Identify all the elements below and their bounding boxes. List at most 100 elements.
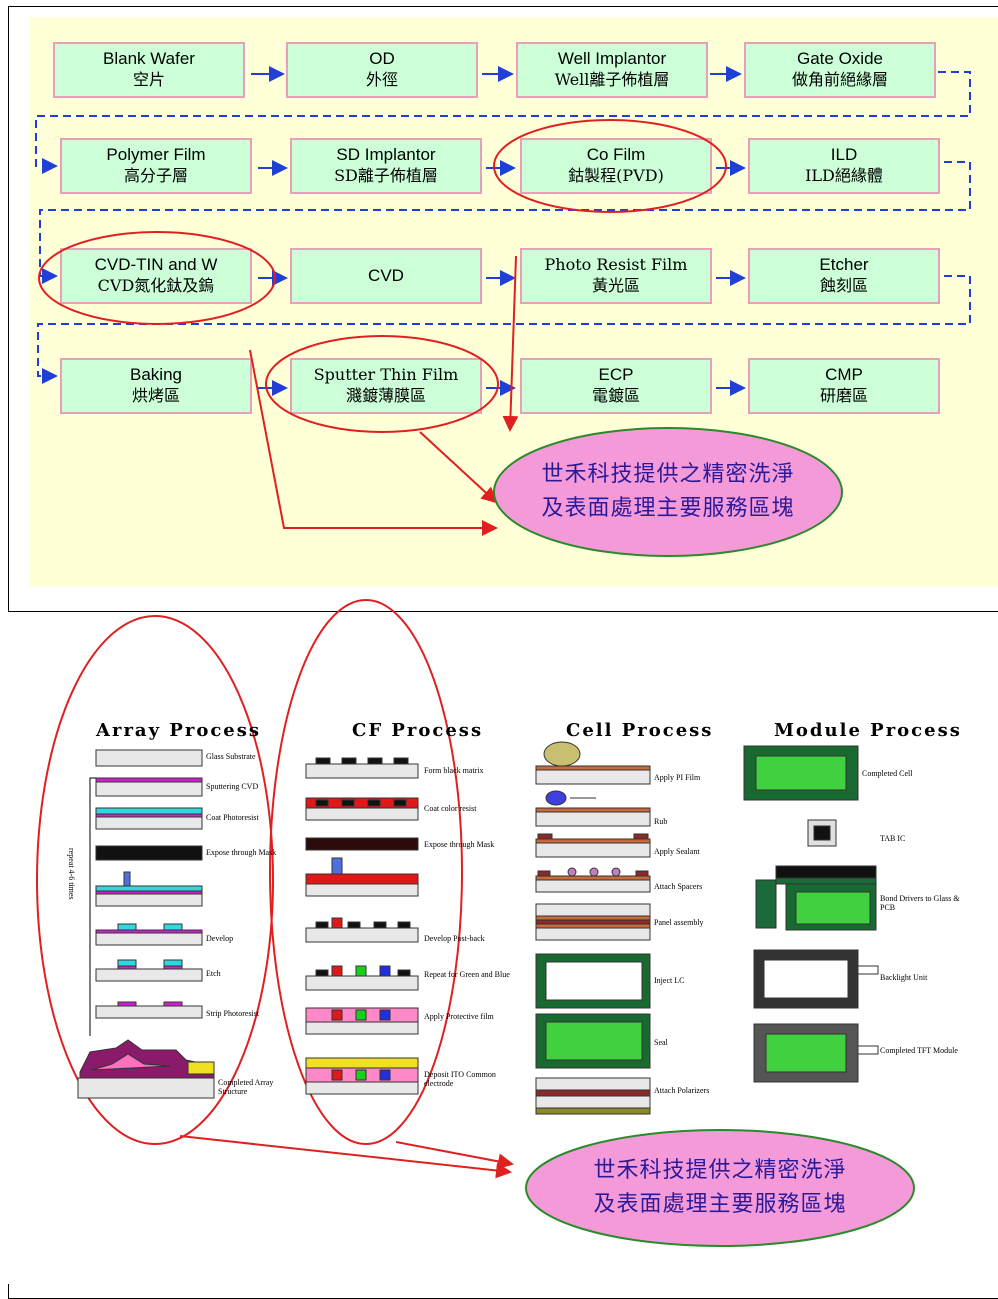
step-label-zh: 高分子層: [123, 166, 188, 185]
array-step-label: Strip Photoresist: [206, 1009, 260, 1018]
step-label-zh: 外徑: [365, 70, 398, 89]
module-step-label: Completed Cell: [862, 769, 913, 778]
mask-layer: [95, 845, 203, 861]
glass-layer: [95, 932, 203, 946]
step-label-en: Blank Wafer: [103, 49, 195, 68]
wrap-connector: [37, 275, 971, 384]
pointer-line: [249, 349, 498, 536]
module-step-label: TAB IC: [880, 834, 906, 843]
cf-step-label: Form black matrix: [424, 766, 484, 775]
step-label-zh: 研磨區: [819, 386, 868, 405]
step-label-zh: Well離子佈植層: [554, 70, 670, 89]
step-label-zh: SD離子佈植層: [334, 166, 438, 185]
array-step-label: Glass Substrate: [206, 752, 256, 761]
callout-cloud: [493, 427, 843, 557]
step-label-en: CVD: [368, 266, 404, 285]
cell-step-label: Seal: [654, 1038, 668, 1047]
cell-step-label: Attach Polarizers: [654, 1086, 710, 1095]
step-label-en: Photo Resist Film: [544, 255, 688, 274]
ito-layer: [187, 1061, 215, 1075]
step-label-zh: 電鍍區: [591, 386, 640, 405]
step-box: Polymer Film 高分子層: [60, 138, 252, 194]
step-box: CVD-TIN and W CVD氮化鈦及鎢: [60, 248, 252, 304]
step-label-en: CMP: [825, 365, 863, 384]
step-label-zh: 鈷製程(PVD): [568, 166, 664, 185]
step-label-zh: 濺鍍薄膜區: [345, 386, 426, 405]
step-label-en: Etcher: [819, 255, 869, 274]
step-label-zh: CVD氮化鈦及鎢: [97, 276, 215, 295]
cell-step-label: Apply PI Film: [654, 773, 701, 782]
array-step-label: Sputtering CVD: [206, 782, 259, 791]
array-step-label: Develop: [206, 934, 234, 943]
step-label-en: ILD: [830, 145, 858, 164]
pointer-line: [179, 1135, 512, 1179]
step-label-en: ECP: [598, 365, 634, 384]
step-label-en: Gate Oxide: [797, 49, 883, 68]
step-box: ILD ILD絕緣體: [748, 138, 940, 194]
step-label-en: Co Film: [586, 145, 646, 164]
pointer-line: [502, 255, 519, 432]
cell-step-label: Inject LC: [654, 976, 685, 985]
cf-step: [305, 1007, 419, 1035]
cf-step-label: Repeat for Green and Blue: [424, 970, 510, 979]
highlight-ellipse: [493, 119, 727, 213]
cf-step: [305, 965, 419, 991]
header-module: Module Process: [774, 720, 962, 741]
step-box: Sputter Thin Film 濺鍍薄膜區: [290, 358, 482, 414]
step-label-en: OD: [369, 49, 395, 68]
step-label-zh: ILD絕緣體: [805, 166, 883, 185]
step-box: Co Film 鈷製程(PVD): [520, 138, 712, 194]
callout-line1: 世禾科技提供之精密洗淨: [541, 462, 795, 487]
highlight-ellipse: [36, 615, 274, 1145]
array-step-label: Expose through Mask: [206, 848, 277, 857]
cf-step-label: Develop Post-back: [424, 934, 485, 943]
array-step-label: Etch: [206, 969, 221, 978]
cell-step-label: Panel assembly: [654, 918, 704, 927]
step-label-en: Well Implantor: [557, 49, 667, 68]
step-label-en: Baking: [130, 365, 182, 384]
cf-step-label: Coat color resist: [424, 804, 477, 813]
callout-line2: 及表面處理主要服務區塊: [541, 496, 795, 521]
step-label-zh: 做角前絕緣層: [791, 70, 888, 89]
repeat-bracket: [89, 777, 96, 1036]
module-step-label: Bond Drivers to Glass & PCB: [880, 894, 960, 912]
pointer-line: [419, 431, 498, 504]
header-cf: CF Process: [352, 720, 484, 741]
callout-line2: 及表面處理主要服務區塊: [593, 1192, 847, 1217]
callout-text-2: 世禾科技提供之精密洗淨 及表面處理主要服務區塊: [526, 1130, 914, 1246]
step-label-zh: 黃光區: [591, 276, 640, 295]
rub-roller: [545, 790, 567, 806]
module-step-label: Completed TFT Module: [880, 1046, 958, 1055]
glass-layer: [95, 968, 203, 982]
glass-layer: [95, 1005, 203, 1019]
callout-text: 世禾科技提供之精密洗淨 及表面處理主要服務區塊: [494, 430, 842, 554]
step-box: CMP 研磨區: [748, 358, 940, 414]
step-label-en: Sputter Thin Film: [313, 365, 459, 384]
step-box: CVD: [290, 248, 482, 304]
callout-line1: 世禾科技提供之精密洗淨: [593, 1158, 847, 1183]
step-label-en: CVD-TIN and W: [94, 255, 218, 274]
header-array: Array Process: [96, 720, 262, 741]
step-label-en: Polymer Film: [106, 145, 206, 164]
highlight-ellipse: [269, 599, 463, 1145]
highlight-ellipse: [265, 335, 499, 433]
cf-step-label: Deposit ITO Common electrode: [424, 1070, 496, 1088]
cf-step: [305, 837, 419, 897]
step-box: Photo Resist Film 黃光區: [520, 248, 712, 304]
cell-step-label: Rub: [654, 817, 668, 826]
header-cell: Cell Process: [566, 720, 714, 741]
cell-step-label: Apply Sealant: [654, 847, 700, 856]
cell-step-label: Attach Spacers: [654, 882, 703, 891]
glass-layer: [77, 1077, 215, 1099]
step-box: Gate Oxide 做角前絕緣層: [744, 42, 936, 98]
